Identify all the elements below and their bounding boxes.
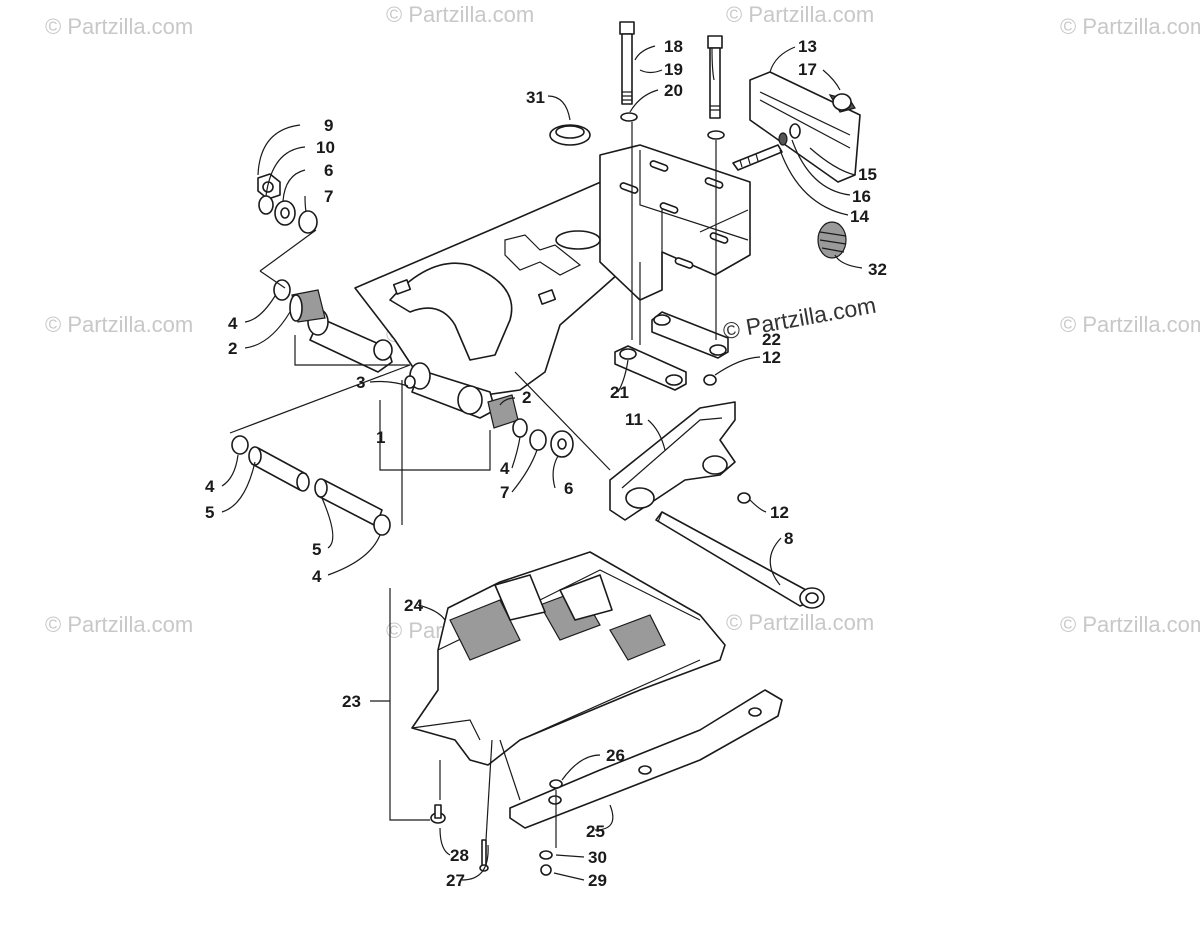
watermark: © Partzilla.com [1060,14,1200,39]
callout-29: 29 [588,871,607,890]
callout-2-upper: 2 [228,339,237,358]
screw-12-side [737,492,751,504]
axle-8 [655,511,825,609]
callout-7-upper: 7 [324,187,333,206]
bearing-2-upper [289,289,326,323]
shaft-5-lower [314,478,383,527]
washer-6-lower [550,430,574,458]
callout-5-upper: 5 [205,503,214,522]
callout-23: 23 [342,692,361,711]
callout-28: 28 [450,846,469,865]
watermark: © Partzilla.com [726,610,875,635]
callout-10: 10 [316,138,335,157]
callout-2-lower: 2 [522,388,531,407]
callout-30: 30 [588,848,607,867]
callout-3: 3 [356,373,365,392]
bolt-19 [707,35,725,140]
arm-11 [609,401,736,521]
callout-15: 15 [858,165,877,184]
callout-14: 14 [850,207,869,226]
watermark: © Partzilla.com [45,14,194,39]
washer-30 [539,850,553,860]
seal-4-upper [273,279,291,301]
washer-6-upper [274,200,296,226]
link-21 [614,345,687,391]
watermark: © Partzilla.com [726,2,875,27]
callout-24: 24 [404,596,423,615]
watermark: © Partzilla.com [386,2,535,27]
bracket-13 [732,71,861,183]
callout-labels: 18 19 20 31 13 17 15 16 14 32 9 10 6 7 4… [205,37,887,890]
seal-4-mid [512,418,528,438]
callout-13: 13 [798,37,817,56]
swing-arm-body [354,144,751,401]
fitting-3 [404,375,416,389]
callout-27: 27 [446,871,465,890]
washer-7-upper [298,210,318,234]
callout-8: 8 [784,529,793,548]
callout-18: 18 [664,37,683,56]
callout-1: 1 [376,428,385,447]
shaft-5-upper [248,446,310,492]
callout-31: 31 [526,88,545,107]
callout-12-lower: 12 [770,503,789,522]
callout-4-mid: 4 [500,459,510,478]
screw-29 [540,864,552,876]
callout-4-upper: 4 [228,314,238,333]
callout-32: 32 [868,260,887,279]
slider-25 [509,689,783,829]
bumper-32 [817,221,847,259]
callout-11: 11 [625,410,643,429]
callout-4-left: 4 [205,477,215,496]
watermark: © Partzilla.com [1060,312,1200,337]
watermark: © Partzilla.com [45,312,194,337]
callout-26: 26 [606,746,625,765]
callout-7-lower: 7 [500,483,509,502]
callout-19: 19 [664,60,683,79]
washer-26 [549,779,563,789]
screw-28 [430,804,446,824]
leader-lines [221,45,863,881]
watermark: © Partzilla.com [1060,612,1200,637]
callout-6-lower: 6 [564,479,573,498]
callout-16: 16 [852,187,871,206]
plug-31 [549,124,591,146]
link-22 [651,311,729,359]
seal-4-lower [373,514,391,536]
washer-7-lower [529,429,547,451]
rivet-27 [479,839,489,872]
callout-4-lower: 4 [312,567,322,586]
callout-22: 22 [762,330,781,349]
slide-frame-24 [411,551,726,766]
callout-25: 25 [586,822,605,841]
nut-9 [257,173,281,200]
callout-12-upper: 12 [762,348,781,367]
seal-4-left [231,435,249,455]
callout-5-lower: 5 [312,540,321,559]
bolt-18 [619,21,638,122]
callout-6-upper: 6 [324,161,333,180]
screw-12-top [703,374,717,386]
callout-20: 20 [664,81,683,100]
callout-17: 17 [798,60,817,79]
washer-10 [258,195,274,215]
callout-9: 9 [324,116,333,135]
watermark: © Partzilla.com [45,612,194,637]
callout-21: 21 [610,383,629,402]
